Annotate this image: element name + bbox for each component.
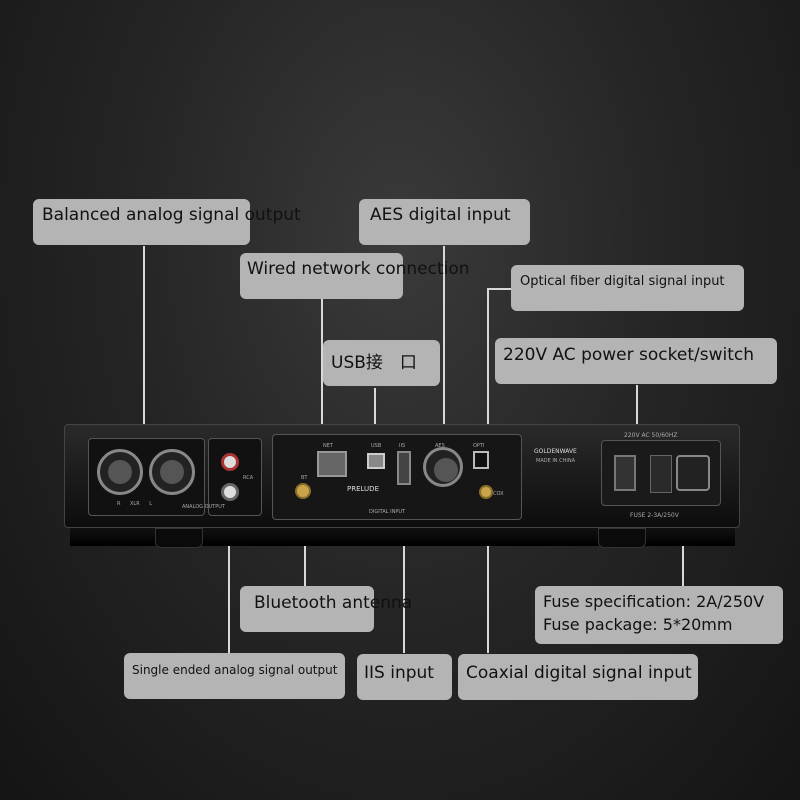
- connector-line: [403, 505, 405, 653]
- connector-line: [143, 246, 145, 446]
- optical-port: [473, 451, 489, 469]
- connector-line: [304, 505, 306, 587]
- xlr-left-connector: [149, 449, 195, 495]
- callout-balanced-analog-output: Balanced analog signal output: [33, 199, 301, 245]
- iis-label: IIS: [399, 443, 406, 449]
- callout-single-ended-output: Single ended analog signal output: [124, 653, 345, 699]
- device-foot: [155, 528, 203, 548]
- xlr-label: R XLR L: [117, 501, 153, 507]
- iec-socket: [676, 455, 710, 491]
- callout-aes-input: AES digital input: [359, 199, 530, 245]
- model-label: PRELUDE: [347, 485, 379, 493]
- net-label: NET: [323, 443, 333, 449]
- callout-coaxial: Coaxial digital signal input: [458, 654, 698, 700]
- xlr-right-connector: [97, 449, 143, 495]
- opti-label: OPTI: [473, 443, 485, 449]
- callout-text: Coaxial digital signal input: [466, 663, 692, 683]
- brand-label: GOLDENWAVE: [534, 448, 577, 455]
- device-shadow: [70, 528, 735, 546]
- bt-label: BT: [301, 475, 308, 481]
- rca-right-connector: [221, 453, 239, 471]
- device-foot: [598, 528, 646, 548]
- connector-line: [443, 246, 445, 444]
- xlr-panel: R XLR L: [88, 438, 205, 516]
- fuse-holder: [650, 455, 672, 493]
- aes-label: AES: [435, 443, 445, 449]
- bluetooth-connector: [295, 483, 311, 499]
- callout-text: IIS input: [364, 663, 434, 683]
- rca-left-connector: [221, 483, 239, 501]
- power-switch: [614, 455, 636, 491]
- analog-output-label: ANALOG OUTPUT: [182, 504, 225, 510]
- ethernet-port: [317, 451, 347, 477]
- coaxial-connector: [479, 485, 493, 499]
- callout-text: Balanced analog signal output: [42, 205, 301, 225]
- cox-label: COX: [493, 491, 504, 497]
- digital-input-label: DIGITAL INPUT: [369, 509, 406, 515]
- callout-text: AES digital input: [370, 205, 511, 225]
- digital-input-panel: NET USB IIS AES OPTI BT PRELUDE COX DIGI…: [272, 434, 522, 520]
- callout-text: Single ended analog signal output: [132, 663, 338, 677]
- power-rating-label: 220V AC 50/60HZ: [624, 432, 678, 439]
- rca-label: RCA: [243, 475, 254, 481]
- connector-line: [636, 385, 638, 445]
- usb-label: USB: [371, 443, 382, 449]
- callout-text: Wired network connection: [247, 259, 470, 279]
- callout-bluetooth: Bluetooth antenna: [240, 586, 413, 632]
- connector-line: [682, 520, 684, 588]
- callout-text: Fuse specification: 2A/250V: [543, 592, 765, 611]
- connector-line: [228, 505, 230, 653]
- connector-line: [487, 288, 489, 446]
- connector-line: [487, 288, 512, 290]
- callout-text: 220V AC power socket/switch: [503, 345, 754, 365]
- callout-fuse: Fuse specification: 2A/250V Fuse package…: [535, 586, 783, 644]
- aes-connector: [423, 447, 463, 487]
- callout-text: USB接 口: [331, 353, 417, 373]
- callout-text: Optical fiber digital signal input: [520, 274, 725, 289]
- iis-port: [397, 451, 411, 485]
- callout-network: Wired network connection: [240, 253, 470, 299]
- callout-text: Bluetooth antenna: [254, 593, 413, 613]
- usb-port: [367, 453, 385, 469]
- callout-text: Fuse package: 5*20mm: [543, 615, 733, 634]
- connector-line: [374, 388, 376, 444]
- rca-panel: RCA: [208, 438, 262, 516]
- fuse-rating-label: FUSE 2-3A/250V: [630, 512, 679, 519]
- callout-optical: Optical fiber digital signal input: [511, 265, 744, 311]
- callout-power: 220V AC power socket/switch: [495, 338, 777, 384]
- callout-iis: IIS input: [357, 654, 452, 700]
- callout-usb: USB接 口: [323, 340, 440, 386]
- device-rear-panel: R XLR L RCA ANALOG OUTPUT NET USB IIS AE…: [64, 424, 740, 528]
- connector-line: [321, 298, 323, 446]
- made-in-label: MADE IN CHINA: [536, 458, 576, 464]
- power-module: [601, 440, 721, 506]
- connector-line: [487, 505, 489, 653]
